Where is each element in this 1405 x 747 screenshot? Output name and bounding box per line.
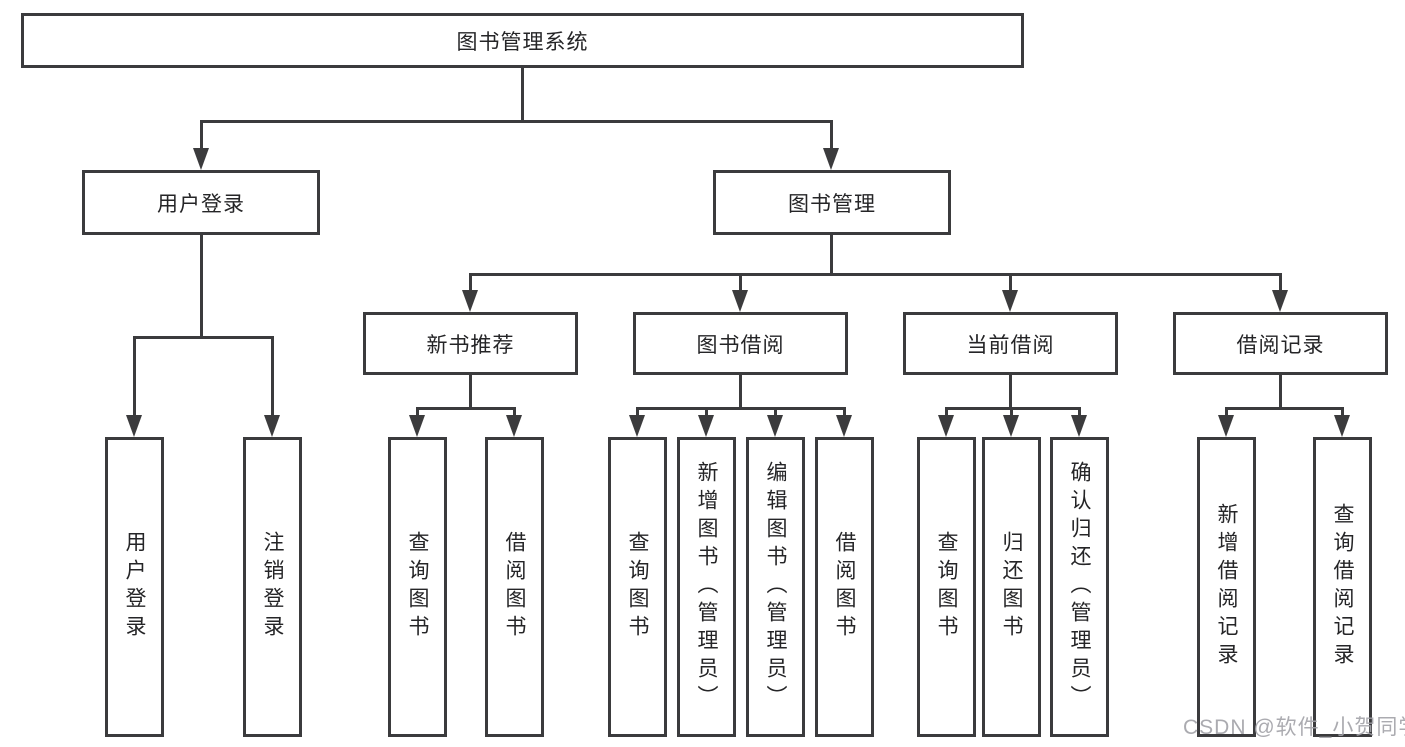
arrow-down-icon: [1218, 415, 1234, 437]
node-label: 用户登录: [123, 531, 146, 643]
node-label: 查询图书: [406, 531, 429, 643]
connector-hline: [1225, 407, 1343, 410]
connector-hline: [636, 407, 846, 410]
node-label: 图书借阅: [696, 333, 785, 357]
node-label: 新增图书（管理员）: [695, 461, 718, 713]
node-confirm-return-admin: 确认归还（管理员）: [1050, 437, 1109, 737]
node-label: 新增借阅记录: [1215, 503, 1238, 671]
connector-vline: [1010, 407, 1013, 419]
node-edit-book-admin: 编辑图书（管理员）: [746, 437, 805, 737]
node-label: 借阅记录: [1236, 333, 1325, 357]
node-label: 注销登录: [261, 531, 284, 643]
connector-vline: [945, 407, 948, 419]
node-user-login-leaf: 用户登录: [105, 437, 164, 737]
node-query-borrow-record: 查询借阅记录: [1313, 437, 1372, 737]
node-label: 图书管理: [788, 192, 876, 216]
node-label: 当前借阅: [966, 333, 1055, 357]
connector-vline: [1009, 273, 1012, 293]
connector-vline: [200, 120, 203, 152]
node-label: 查询图书: [935, 531, 958, 643]
arrow-down-icon: [1071, 415, 1087, 437]
connector-vline: [1078, 407, 1081, 419]
node-add-borrow-record: 新增借阅记录: [1197, 437, 1256, 737]
node-label: 新书推荐: [426, 333, 515, 357]
connector-vline: [416, 407, 419, 419]
arrow-down-icon: [1334, 415, 1350, 437]
node-user-login: 用户登录: [82, 170, 320, 235]
node-query-books-recommend: 查询图书: [388, 437, 447, 737]
connector-vline: [830, 120, 833, 152]
arrow-down-icon: [193, 148, 209, 170]
node-library-system: 图书管理系统: [21, 13, 1024, 68]
connector-vline: [774, 407, 777, 419]
connector-vline: [739, 273, 742, 293]
connector-vline: [739, 375, 742, 410]
connector-vline: [1225, 407, 1228, 419]
arrow-down-icon: [836, 415, 852, 437]
node-label: 借阅图书: [833, 531, 856, 643]
node-logout: 注销登录: [243, 437, 302, 737]
node-borrowing-records: 借阅记录: [1173, 312, 1388, 375]
connector-hline: [200, 120, 832, 123]
arrow-down-icon: [409, 415, 425, 437]
arrow-down-icon: [823, 148, 839, 170]
connector-hline: [945, 407, 1081, 410]
connector-vline: [636, 407, 639, 419]
connector-vline: [200, 235, 203, 339]
arrow-down-icon: [698, 415, 714, 437]
connector-vline: [1341, 407, 1344, 419]
node-label: 查询图书: [626, 531, 649, 643]
arrow-down-icon: [1272, 290, 1288, 312]
connector-vline: [705, 407, 708, 419]
arrow-down-icon: [1003, 415, 1019, 437]
node-label: 归还图书: [1000, 531, 1023, 643]
connector-vline: [1009, 375, 1012, 410]
arrow-down-icon: [1002, 290, 1018, 312]
node-query-books-current: 查询图书: [917, 437, 976, 737]
node-label: 编辑图书（管理员）: [764, 461, 787, 713]
node-label: 图书管理系统: [456, 30, 589, 54]
connector-hline: [469, 273, 1282, 276]
connector-vline: [521, 68, 524, 123]
connector-vline: [271, 336, 274, 418]
node-label: 用户登录: [157, 192, 245, 216]
connector-vline: [469, 375, 472, 410]
node-label: 查询借阅记录: [1331, 503, 1354, 671]
connector-hline: [416, 407, 516, 410]
connector-vline: [513, 407, 516, 419]
node-add-book-admin: 新增图书（管理员）: [677, 437, 736, 737]
node-query-books-borrow: 查询图书: [608, 437, 667, 737]
arrow-down-icon: [264, 415, 280, 437]
connector-vline: [1279, 375, 1282, 410]
arrow-down-icon: [938, 415, 954, 437]
connector-vline: [830, 235, 833, 276]
node-book-borrowing: 图书借阅: [633, 312, 848, 375]
node-new-book-recommend: 新书推荐: [363, 312, 578, 375]
arrow-down-icon: [462, 290, 478, 312]
arrow-down-icon: [732, 290, 748, 312]
node-label: 确认归还（管理员）: [1068, 461, 1091, 713]
node-book-management: 图书管理: [713, 170, 951, 235]
connector-vline: [1279, 273, 1282, 293]
connector-hline: [133, 336, 274, 339]
connector-vline: [843, 407, 846, 419]
node-label: 借阅图书: [503, 531, 526, 643]
connector-vline: [469, 273, 472, 293]
arrow-down-icon: [506, 415, 522, 437]
connector-vline: [133, 336, 136, 418]
node-borrow-books-leaf: 借阅图书: [815, 437, 874, 737]
arrow-down-icon: [629, 415, 645, 437]
node-borrow-books-recommend: 借阅图书: [485, 437, 544, 737]
arrow-down-icon: [767, 415, 783, 437]
csdn-watermark: CSDN @软件_小贺同学: [1183, 716, 1405, 739]
node-return-books: 归还图书: [982, 437, 1041, 737]
node-current-borrowing: 当前借阅: [903, 312, 1118, 375]
arrow-down-icon: [126, 415, 142, 437]
